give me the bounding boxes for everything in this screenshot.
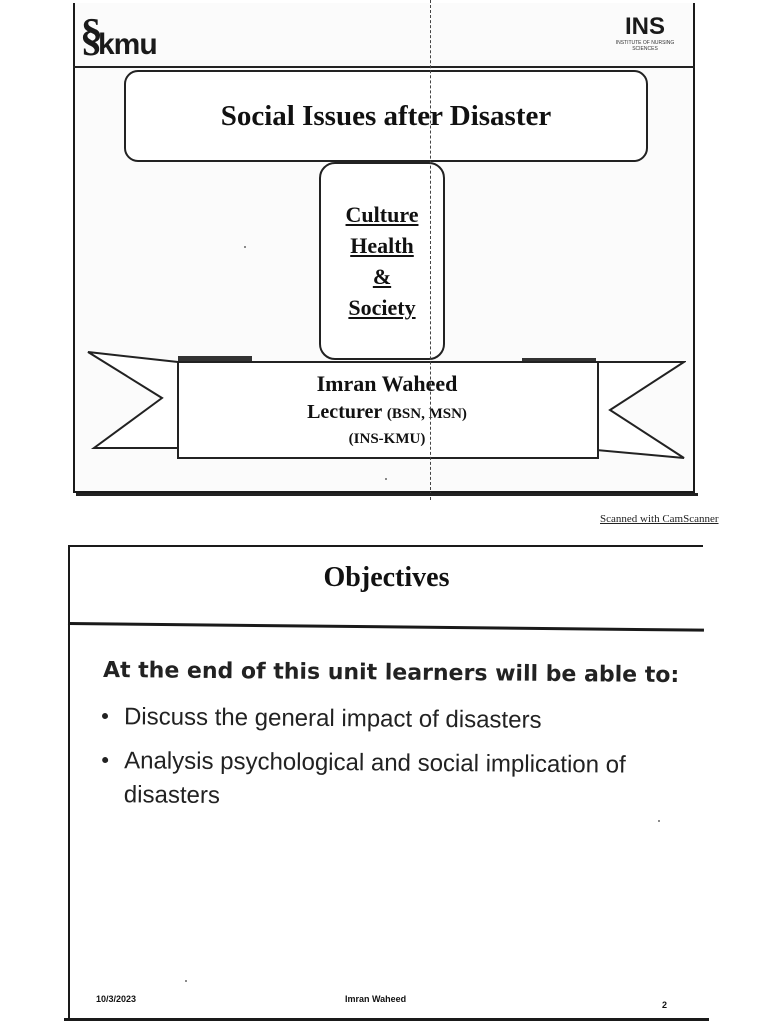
bullet-icon <box>102 757 109 764</box>
slide-1-bottom-edge <box>76 493 698 496</box>
presenter-ribbon-banner <box>87 351 686 459</box>
presenter-info: Imran Waheed Lecturer (BSN, MSN) (INS-KM… <box>178 370 596 450</box>
ins-logo-text: INS <box>624 13 665 40</box>
footer-page-number: 2 <box>662 1000 668 1010</box>
slide-2-top-edge <box>68 545 703 547</box>
kmu-logo-icon: § kmu <box>80 9 158 62</box>
topic-health: Health <box>350 233 414 258</box>
topic-society: Society <box>348 295 416 320</box>
topic-ampersand: & <box>372 264 392 289</box>
presenter-role: Lecturer <box>307 401 382 423</box>
slide-1-title: Social Issues after Disaster <box>220 99 552 132</box>
kmu-logo-text: kmu <box>98 28 158 61</box>
footer-date: 10/3/2023 <box>96 994 137 1004</box>
scan-speck <box>658 820 660 822</box>
presenter-institution: (INS-KMU) <box>348 431 426 447</box>
ins-logo: INS INSTITUTE OF NURSING SCIENCES <box>605 14 685 58</box>
presenter-role-line: Lecturer (BSN, MSN) <box>178 398 596 428</box>
slide-1-header-divider <box>73 66 695 68</box>
objectives-list: Discuss the general impact of disasters … <box>100 700 700 822</box>
scan-fold-line <box>430 0 431 500</box>
slide-1-title-box: Social Issues after Disaster <box>124 70 648 162</box>
presenter-credentials: (BSN, MSN) <box>386 406 467 422</box>
scan-speck <box>185 980 187 982</box>
objective-text: Discuss the general impact of disasters <box>123 703 542 734</box>
camscanner-credit: Scanned with CamScanner <box>600 513 719 525</box>
slide-2-title: Objectives <box>323 562 450 593</box>
presenter-name: Imran Waheed <box>316 371 458 396</box>
scan-speck <box>385 478 387 480</box>
footer-author: Imran Waheed <box>345 994 407 1004</box>
objective-text: Analysis psychological and social implic… <box>123 747 626 810</box>
bullet-icon <box>101 713 109 720</box>
slide-2-bottom-edge <box>64 1018 709 1021</box>
slide-2-left-edge <box>68 545 70 1020</box>
objective-item: Discuss the general impact of disasters <box>100 700 700 739</box>
scan-speck <box>244 246 246 248</box>
ins-logo-subtext: INSTITUTE OF NURSING SCIENCES <box>615 40 675 52</box>
objectives-intro: At the end of this unit learners will be… <box>102 658 680 689</box>
topic-culture: Culture <box>345 202 419 227</box>
topics-box: Culture Health & Society <box>319 162 445 360</box>
slide-2-header-divider <box>67 622 704 632</box>
objective-item: Analysis psychological and social implic… <box>100 744 701 817</box>
